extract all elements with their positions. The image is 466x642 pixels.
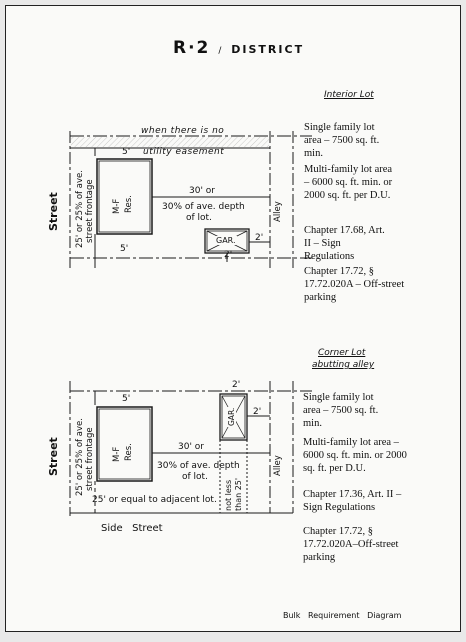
interior-note-1: Single family lot area – 7500 sq. ft. mi… <box>304 122 380 159</box>
interior-street-label: Street <box>47 192 60 231</box>
corner-front-note-2: street frontage <box>85 427 95 491</box>
interior-front-note-1: 25' or 25% of ave. <box>75 170 85 248</box>
interior-easement-note-2: utility easement <box>143 147 225 157</box>
interior-lot-heading: Interior Lot <box>324 90 374 100</box>
interior-garage-dim-rear: 2' <box>224 250 233 260</box>
corner-building <box>96 406 153 482</box>
corner-note-2: Multi-family lot area – 6000 sq. ft. min… <box>303 437 407 474</box>
interior-dim-top: 5' <box>122 147 131 157</box>
interior-dim-rear: 30' or <box>189 186 215 196</box>
corner-garage-label: GAR. <box>227 406 236 427</box>
corner-note-3: Chapter 17.36, Art. II – Sign Regulation… <box>303 489 402 513</box>
diagram-linework <box>69 131 312 516</box>
diagram-caption: Bulk Requirement Diagram <box>283 611 402 620</box>
interior-rear-note-2: of lot. <box>186 213 212 223</box>
title-district: DISTRICT <box>231 43 305 56</box>
corner-note-4: Chapter 17.72, § 17.72.020A–Off-street p… <box>303 526 399 563</box>
interior-dim-bottom: 5' <box>120 244 129 254</box>
page-title: R·2 / DISTRICT <box>173 38 304 58</box>
corner-front-note-1: 25' or 25% of ave. <box>75 418 85 496</box>
title-slash: / <box>218 46 224 56</box>
corner-rear-note-2: of lot. <box>182 472 208 482</box>
corner-garage-dim-side: 2' <box>253 407 262 417</box>
corner-garage-dim-top: 2' <box>232 380 241 390</box>
interior-easement-note-1: when there is no <box>141 126 225 136</box>
corner-dim-top: 5' <box>122 394 131 404</box>
interior-rear-note-1: 30% of ave. depth <box>162 202 245 212</box>
corner-alley-label: Alley <box>273 455 283 476</box>
corner-note-1: Single family lot area – 7500 sq. ft. mi… <box>303 392 379 429</box>
corner-lot-heading-1: Corner Lot <box>318 348 366 358</box>
interior-building-label-1: M-F <box>112 198 122 214</box>
corner-side-note: 25' or equal to adjacent lot. <box>92 495 217 505</box>
interior-note-3: Chapter 17.68, Art. II – Sign Regulation… <box>304 225 385 262</box>
corner-side-street-label: Side Street <box>101 523 163 534</box>
interior-note-4: Chapter 17.72, § 17.72.020A – Off-street… <box>304 266 405 303</box>
corner-building-label-1: M-F <box>112 446 122 462</box>
corner-dim-rear: 30' or <box>178 442 204 452</box>
corner-not-less-1: not less <box>224 479 233 511</box>
title-main: R·2 <box>173 38 211 58</box>
interior-building-label-2: Res. <box>124 195 134 213</box>
corner-not-less-2: than 25' <box>234 477 243 511</box>
corner-garage <box>219 393 248 441</box>
interior-garage-label: GAR. <box>215 236 237 245</box>
interior-building <box>96 158 153 235</box>
corner-rear-note-1: 30% of ave. depth <box>157 461 240 471</box>
interior-note-2: Multi-family lot area – 6000 sq. ft. min… <box>304 164 393 201</box>
corner-lot-heading-2: abutting alley <box>312 360 375 370</box>
interior-alley-label: Alley <box>273 201 283 222</box>
diagram-page: R·2 / DISTRICT <box>5 5 461 632</box>
interior-front-note-2: street frontage <box>85 179 95 243</box>
interior-easement-hatch <box>71 137 269 147</box>
interior-garage-dim-side: 2' <box>255 233 264 243</box>
corner-building-label-2: Res. <box>124 443 134 461</box>
corner-street-label: Street <box>47 437 60 476</box>
